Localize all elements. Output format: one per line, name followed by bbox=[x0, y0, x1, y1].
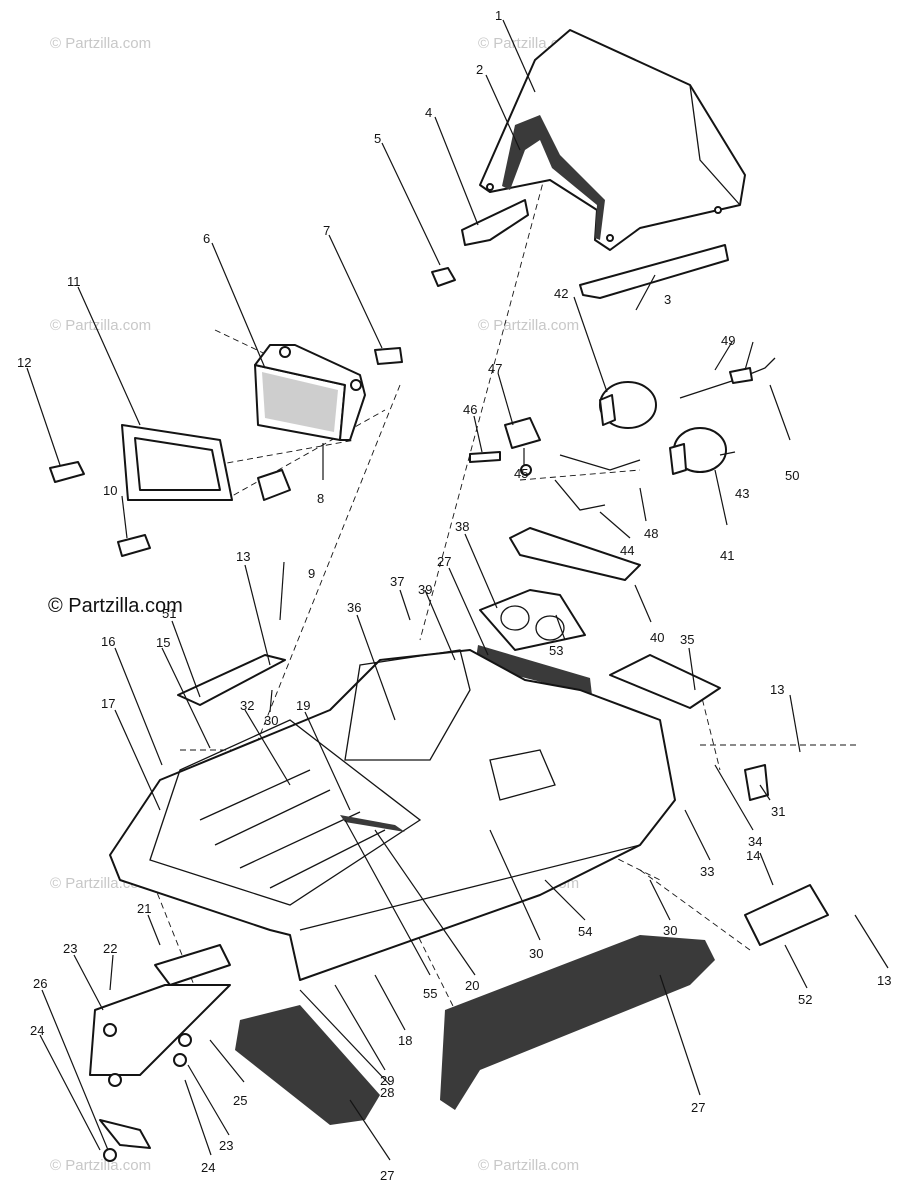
callout-31: 31 bbox=[771, 804, 785, 819]
mount-hardware bbox=[89, 944, 231, 1162]
callout-27: 27 bbox=[691, 1100, 705, 1115]
windshield bbox=[479, 29, 746, 251]
callout-37: 37 bbox=[390, 574, 404, 589]
callout-32: 32 bbox=[240, 698, 254, 713]
callout-1: 1 bbox=[495, 8, 502, 23]
callout-44: 44 bbox=[620, 543, 634, 558]
callout-50: 50 bbox=[785, 468, 799, 483]
callout-4: 4 bbox=[425, 105, 432, 120]
callout-38: 38 bbox=[455, 519, 469, 534]
gauges bbox=[469, 357, 776, 511]
callout-29: 29 bbox=[380, 1073, 394, 1088]
watermark: © Partzilla.com bbox=[478, 1157, 579, 1174]
callout-41: 41 bbox=[720, 548, 734, 563]
callout-48: 48 bbox=[644, 526, 658, 541]
callout-40: 40 bbox=[650, 630, 664, 645]
callout-52: 52 bbox=[798, 992, 812, 1007]
callout-11: 11 bbox=[67, 274, 81, 289]
callout-28: 28 bbox=[380, 1085, 394, 1100]
leader-lines bbox=[26, 19, 889, 1161]
watermark: © Partzilla.com bbox=[478, 317, 579, 334]
callout-9: 9 bbox=[308, 566, 315, 581]
callout-16: 16 bbox=[101, 634, 115, 649]
callout-14: 14 bbox=[746, 848, 760, 863]
callout-24: 24 bbox=[201, 1160, 215, 1175]
callout-23: 23 bbox=[219, 1138, 233, 1153]
callout-22: 22 bbox=[103, 941, 117, 956]
callout-45: 45 bbox=[514, 466, 528, 481]
callout-43: 43 bbox=[735, 486, 749, 501]
callout-10: 10 bbox=[103, 483, 117, 498]
callout-54: 54 bbox=[578, 924, 592, 939]
callout-49: 49 bbox=[721, 333, 735, 348]
callout-26: 26 bbox=[33, 976, 47, 991]
callout-36: 36 bbox=[347, 600, 361, 615]
watermark: © Partzilla.com bbox=[50, 35, 151, 52]
watermark-layer: © Partzilla.com © Partzilla.com © Partzi… bbox=[48, 35, 579, 1174]
headlight-assembly bbox=[49, 344, 403, 557]
windshield-brackets bbox=[431, 199, 729, 299]
callout-34: 34 bbox=[748, 834, 762, 849]
callout-12: 12 bbox=[17, 355, 31, 370]
hood-body bbox=[109, 649, 676, 981]
callout-51: 51 bbox=[162, 606, 176, 621]
callout-18: 18 bbox=[398, 1033, 412, 1048]
callout-23: 23 bbox=[63, 941, 77, 956]
callout-labels: 1 2 3 4 5 6 7 8 9 10 11 12 13 13 13 14 1… bbox=[17, 8, 891, 1183]
callout-15: 15 bbox=[156, 635, 170, 650]
callout-7: 7 bbox=[323, 223, 330, 238]
louver-brackets bbox=[177, 654, 829, 946]
watermark-main: © Partzilla.com bbox=[48, 595, 183, 617]
callout-39: 39 bbox=[418, 582, 432, 597]
callout-33: 33 bbox=[700, 864, 714, 879]
callout-27: 27 bbox=[380, 1168, 394, 1183]
callout-42: 42 bbox=[554, 286, 568, 301]
callout-2: 2 bbox=[476, 62, 483, 77]
callout-19: 19 bbox=[296, 698, 310, 713]
callout-30: 30 bbox=[264, 713, 278, 728]
callout-53: 53 bbox=[549, 643, 563, 658]
callout-30: 30 bbox=[663, 923, 677, 938]
callout-25: 25 bbox=[233, 1093, 247, 1108]
callout-13: 13 bbox=[236, 549, 250, 564]
callout-8: 8 bbox=[317, 491, 324, 506]
callout-17: 17 bbox=[101, 696, 115, 711]
callout-47: 47 bbox=[488, 361, 502, 376]
callout-46: 46 bbox=[463, 402, 477, 417]
grille-strips bbox=[235, 935, 715, 1125]
callout-21: 21 bbox=[137, 901, 151, 916]
callout-55: 55 bbox=[423, 986, 437, 1001]
callout-3: 3 bbox=[664, 292, 671, 307]
watermark: © Partzilla.com bbox=[50, 317, 151, 334]
callout-20: 20 bbox=[465, 978, 479, 993]
callout-5: 5 bbox=[374, 131, 381, 146]
callout-24: 24 bbox=[30, 1023, 44, 1038]
callout-13: 13 bbox=[770, 682, 784, 697]
dash-panel bbox=[475, 527, 721, 709]
callout-27: 27 bbox=[437, 554, 451, 569]
callout-6: 6 bbox=[203, 231, 210, 246]
callout-30: 30 bbox=[529, 946, 543, 961]
callout-13: 13 bbox=[877, 973, 891, 988]
watermark: © Partzilla.com bbox=[50, 1157, 151, 1174]
callout-35: 35 bbox=[680, 632, 694, 647]
